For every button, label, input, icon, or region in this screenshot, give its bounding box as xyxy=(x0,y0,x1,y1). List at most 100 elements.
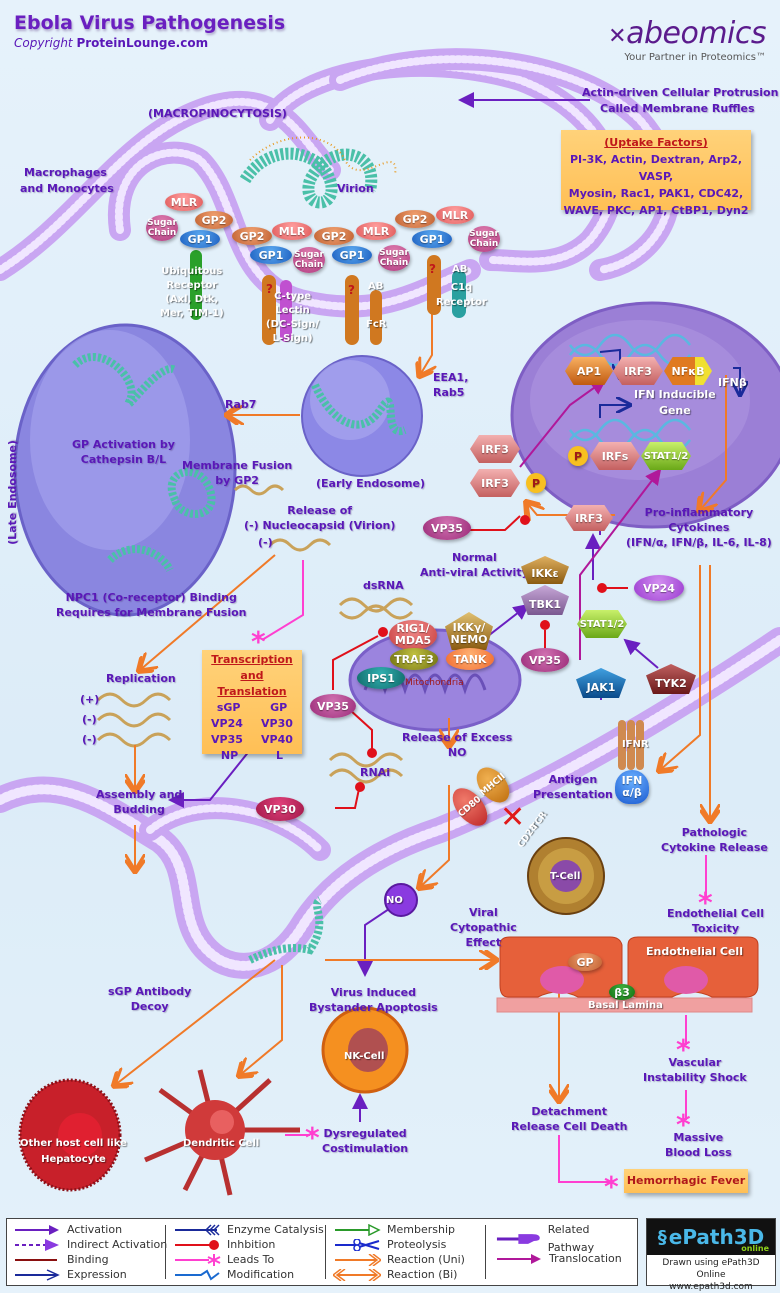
sugar-text: Sugar xyxy=(379,248,409,258)
beta3-integrin-node[interactable]: β3 xyxy=(609,984,635,1000)
legend-col-4: Related Pathway Translocation xyxy=(495,1223,637,1269)
protein-item: NP xyxy=(220,749,239,762)
vp24-node[interactable]: VP24 xyxy=(634,575,684,601)
gp2-node[interactable]: GP2 xyxy=(395,210,435,228)
ifn-inducible-line: IFN Inducible xyxy=(634,388,716,401)
legend-reaction-bi: Reaction (Bi) xyxy=(333,1267,465,1282)
logo-mark-icon: ✕ xyxy=(608,24,627,49)
irf3-phospho-node[interactable]: IRF3 xyxy=(470,469,520,497)
traf3-node[interactable]: TRAF3 xyxy=(390,648,438,670)
stat12-node[interactable]: STAT1/2 xyxy=(577,610,627,638)
nucleocapsid-line: (-) Nucleocapsid (Virion) xyxy=(244,519,396,532)
uptake-line: PI-3K, Actin, Dextran, Arp2, VASP, xyxy=(569,153,743,183)
legend-reaction-uni: Reaction (Uni) xyxy=(333,1252,465,1267)
protein-item: GP xyxy=(270,701,288,714)
endothelial-cell-label: Endothelial Cell xyxy=(646,945,743,958)
late-endosome-label: (Late Endosome) xyxy=(5,440,19,545)
receptor-stalks xyxy=(190,250,644,770)
ap1-node[interactable]: AP1 xyxy=(565,357,613,385)
gp2-node[interactable]: GP2 xyxy=(232,227,272,245)
hemorrhagic-fever-box: Hemorrhagic Fever xyxy=(624,1169,748,1193)
logo-text: abeomics xyxy=(626,16,766,51)
mlr-node[interactable]: MLR xyxy=(165,193,203,211)
antiviral-line: Anti-viral Activity xyxy=(420,566,529,579)
antigen-line: Antigen xyxy=(548,773,598,786)
chain-text: Chain xyxy=(469,239,499,249)
reaction-bi-icon xyxy=(333,1268,381,1281)
abeomics-logo[interactable]: ✕abeomics xyxy=(608,16,766,51)
release-line: Release of xyxy=(287,504,353,517)
macropinocytosis-label: (MACROPINOCYTOSIS) xyxy=(148,107,287,120)
legend-translocation: Translocation xyxy=(495,1249,637,1269)
legend-label: Activation xyxy=(67,1223,123,1236)
receptor-line: C1q xyxy=(450,282,473,293)
phosphate-node[interactable]: P xyxy=(568,446,588,466)
sugar-text: Sugar xyxy=(469,229,499,239)
rig1-mda5-node[interactable]: RIG1/MDA5 xyxy=(389,620,437,650)
mlr-node[interactable]: MLR xyxy=(356,222,396,240)
gp-node[interactable]: GP xyxy=(568,953,602,971)
gp1-node[interactable]: GP1 xyxy=(332,246,372,264)
irf3-node[interactable]: IRF3 xyxy=(565,505,613,531)
gp1-node[interactable]: GP1 xyxy=(412,230,452,248)
mlr-node[interactable]: MLR xyxy=(272,222,312,240)
legend-label: Translocation xyxy=(549,1252,622,1265)
cytokines-line: Cytokines xyxy=(668,521,730,534)
uptake-factors-box: (Uptake Factors) PI-3K, Actin, Dextran, … xyxy=(561,130,751,217)
copyright-site[interactable]: ProteinLounge.com xyxy=(76,36,209,50)
indirect-activation-icon xyxy=(15,1238,59,1251)
phosphate-node[interactable]: P xyxy=(526,473,546,493)
epath-url[interactable]: www.epath3d.com xyxy=(669,1282,753,1292)
irfs-node[interactable]: IRFs xyxy=(590,442,640,470)
vp30-node[interactable]: VP30 xyxy=(256,797,304,821)
ikkg-text: IKKγ/ xyxy=(452,621,486,634)
cathepsin-line: Cathepsin B/L xyxy=(80,453,167,466)
tank-node[interactable]: TANK xyxy=(446,648,494,670)
legend-label: Expression xyxy=(67,1268,127,1281)
translocation-arrow-icon xyxy=(497,1254,541,1264)
legend-membership: Membership xyxy=(333,1222,465,1237)
gp-activation-line: GP Activation by xyxy=(72,438,175,451)
t-cell-label: T-Cell xyxy=(550,871,581,882)
receptor-line: (DC-Sign/ xyxy=(266,319,320,330)
irf3-nuclear-node[interactable]: IRF3 xyxy=(613,357,663,385)
uptake-line: Myosin, Rac1, PAK1, CDC42, xyxy=(568,187,744,200)
gp1-node[interactable]: GP1 xyxy=(250,246,292,264)
legend-inhibition: Inhbition xyxy=(173,1237,324,1252)
vp35-node[interactable]: VP35 xyxy=(310,694,356,718)
gp1-node[interactable]: GP1 xyxy=(180,230,220,248)
epath-dna-icon: § xyxy=(657,1226,667,1248)
dsrna-label: dsRNA xyxy=(363,579,404,592)
irf3-node[interactable]: IRF3 xyxy=(470,435,520,463)
protein-item: sGP xyxy=(216,701,241,714)
legend-col-2: Enzyme Catalysis Inhbition Leads To Modi… xyxy=(173,1222,324,1282)
leads-to-icon: * xyxy=(676,1033,691,1066)
gp2-node[interactable]: GP2 xyxy=(314,227,354,245)
mlr-node[interactable]: MLR xyxy=(436,206,474,224)
vp35-node[interactable]: VP35 xyxy=(521,648,569,672)
logo-tagline: Your Partner in Proteomics™ xyxy=(624,52,766,63)
effect-line: Effect xyxy=(465,936,502,949)
legend-col-3: Membership Proteolysis Reaction (Uni) Re… xyxy=(333,1222,465,1282)
nfkb-node[interactable]: NFκB xyxy=(664,357,712,385)
stat12-nuclear-node[interactable]: STAT1/2 xyxy=(641,442,691,470)
ips1-node[interactable]: IPS1 xyxy=(357,667,405,689)
epath-sub: online xyxy=(741,1244,769,1253)
sgp-line: sGP Antibody xyxy=(108,985,192,998)
vp35-node[interactable]: VP35 xyxy=(423,516,471,540)
gp2-node[interactable]: GP2 xyxy=(195,211,233,229)
